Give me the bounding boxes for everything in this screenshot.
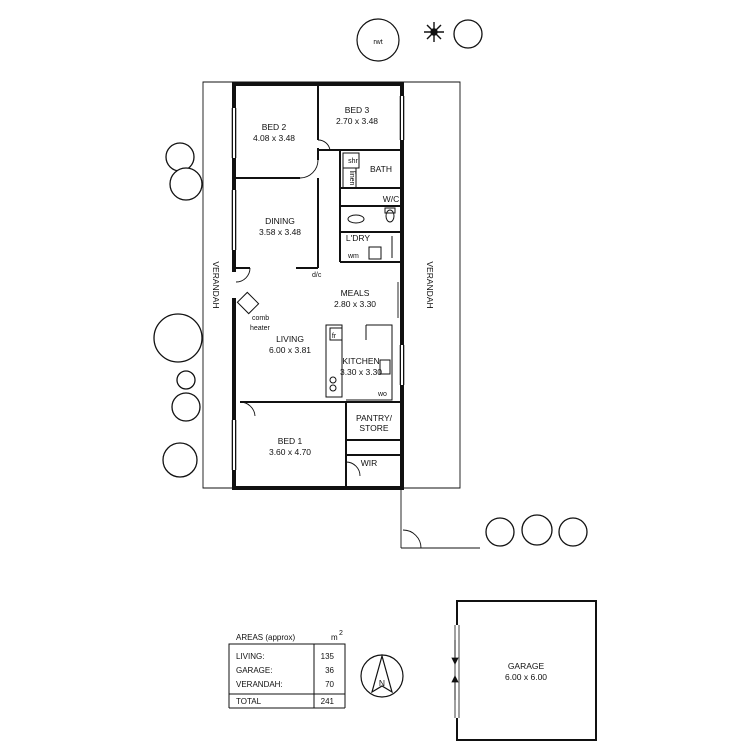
dc-label: d/c (312, 272, 322, 279)
wo-label: wo (377, 391, 387, 398)
interior-walls (234, 84, 402, 488)
ldry-name: L'DRY (346, 233, 370, 243)
bed3-dims: 2.70 x 3.48 (336, 116, 378, 126)
pantry-name-2: STORE (359, 423, 388, 433)
pantry-name: PANTRY/ (356, 413, 393, 423)
dining-dims: 3.58 x 3.48 (259, 227, 301, 237)
verandah-outline (202, 81, 480, 549)
living-name: LIVING (276, 334, 304, 344)
verandah-right-label: VERANDAH (425, 261, 435, 308)
bed3-name: BED 3 (345, 105, 370, 115)
fixture-labels: shr linen wm d/c fr wo comb heater (250, 158, 387, 398)
area-row-value: 135 (321, 652, 335, 661)
area-row-label: LIVING: (236, 652, 264, 661)
wet-fixtures (342, 152, 396, 260)
wm-label: wm (347, 253, 359, 260)
garage: GARAGE 6.00 x 6.00 (451, 600, 597, 741)
bed1-dims: 3.60 x 4.70 (269, 447, 311, 457)
garage-name: GARAGE (508, 661, 545, 671)
areas-table: AREAS (approx) m 2 LIVING: 135 GARAGE: 3… (228, 630, 346, 709)
area-total-label: TOTAL (236, 697, 262, 706)
bath-name: BATH (370, 164, 392, 174)
kitchen-benches (325, 324, 393, 401)
living-dims: 6.00 x 3.81 (269, 345, 311, 355)
north-label: N (379, 678, 385, 688)
heater-label-2: heater (250, 325, 271, 332)
garage-dims: 6.00 x 6.00 (505, 672, 547, 682)
palm-tree-icon (424, 22, 444, 42)
wc-name: W/C (383, 194, 400, 204)
area-row-value: 70 (325, 680, 334, 689)
meals-name: MEALS (341, 288, 370, 298)
kitchen-name: KITCHEN (342, 356, 379, 366)
area-row-label: VERANDAH: (236, 680, 283, 689)
dining-name: DINING (265, 216, 295, 226)
linen-label: linen (348, 171, 355, 186)
verandah-left-label: VERANDAH (211, 261, 221, 308)
door-arrow-icon (451, 640, 459, 700)
bed1-name: BED 1 (278, 436, 303, 446)
window-frames (231, 96, 405, 470)
kitchen-dims: 3.30 x 3.30 (340, 367, 382, 377)
fr-label: fr (332, 333, 337, 340)
meals-dims: 2.80 x 3.30 (334, 299, 376, 309)
rainwater-tank: rwt (356, 18, 400, 62)
area-total-value: 241 (321, 697, 335, 706)
rainwater-tank-label: rwt (373, 39, 382, 46)
areas-unit-sup: 2 (339, 630, 343, 637)
wir-name: WIR (361, 458, 378, 468)
areas-title: AREAS (approx) (236, 633, 295, 642)
areas-unit: m (331, 633, 338, 642)
north-arrow-icon: N (360, 653, 404, 698)
door-swings (235, 139, 399, 477)
area-row-label: GARAGE: (236, 666, 272, 675)
heater-label-1: comb (252, 315, 269, 322)
shr-label: shr (348, 158, 358, 165)
tree-icon (153, 19, 588, 547)
heater-icon (236, 291, 260, 315)
room-labels: BED 2 4.08 x 3.48 BED 3 2.70 x 3.48 DINI… (253, 105, 399, 468)
windows (233, 96, 403, 470)
bed2-dims: 4.08 x 3.48 (253, 133, 295, 143)
bed2-name: BED 2 (262, 122, 287, 132)
area-row-value: 36 (325, 666, 334, 675)
